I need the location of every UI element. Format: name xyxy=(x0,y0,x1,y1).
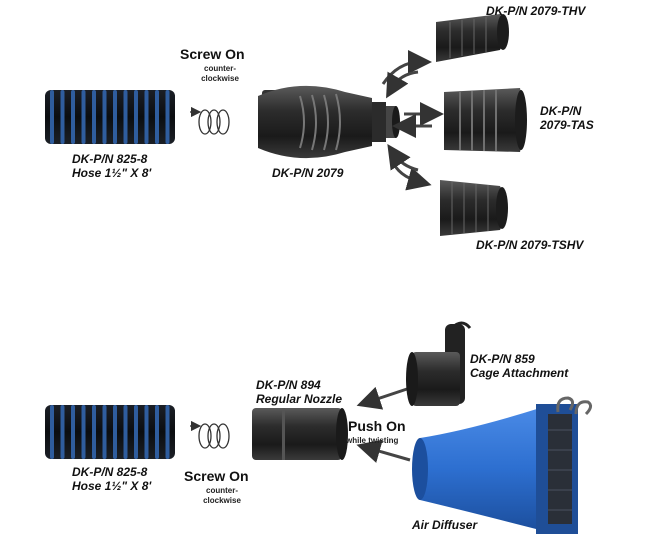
hose-rib xyxy=(71,90,75,144)
tas-nozzle xyxy=(444,88,527,152)
hose-rib xyxy=(81,90,86,144)
bottom-screw-sub-line1: counter- xyxy=(206,486,238,495)
hose-rib xyxy=(144,90,149,144)
tas-label-line1: DK-P/N xyxy=(540,104,582,118)
hose-rib xyxy=(50,405,54,459)
hose-rib xyxy=(60,405,65,459)
hose-rib xyxy=(165,405,170,459)
bottom-hose-part-number: DK-P/N 825-8 xyxy=(72,465,148,479)
regular-nozzle-894 xyxy=(252,408,348,460)
hose-rib xyxy=(102,90,107,144)
top-screw-on-title: Screw On xyxy=(180,46,245,62)
hose-rib xyxy=(113,405,117,459)
tas-label-line2: 2079-TAS xyxy=(540,118,594,132)
push-arrows xyxy=(356,386,411,463)
hose-rib xyxy=(113,90,117,144)
cage-859-line2: Cage Attachment xyxy=(470,366,569,380)
tshv-label: DK-P/N 2079-TSHV xyxy=(476,238,584,252)
thv-label: DK-P/N 2079-THV xyxy=(486,4,586,18)
top-hose-part-number: DK-P/N 825-8 xyxy=(72,152,148,166)
hose-rib xyxy=(155,90,159,144)
bottom-screw-on-sub: counter- clockwise xyxy=(192,486,252,506)
bottom-hose-size: Hose 1½" X 8' xyxy=(72,479,152,493)
hose-rib xyxy=(81,405,86,459)
top-screw-spiral-icon xyxy=(190,106,230,135)
cage-859-line1: DK-P/N 859 xyxy=(470,352,535,366)
bottom-hose xyxy=(45,405,175,459)
hose-rib xyxy=(165,90,170,144)
bottom-screw-spiral-icon xyxy=(190,420,230,449)
nozzle-894-line2: Regular Nozzle xyxy=(256,392,343,406)
top-arrows xyxy=(381,50,444,191)
hose-rib xyxy=(134,90,138,144)
push-on-sub: while twisting xyxy=(346,436,399,445)
adapter-2079-label: DK-P/N 2079 xyxy=(272,166,344,180)
hose-rib xyxy=(123,90,128,144)
hose-rib xyxy=(134,405,138,459)
hose-ribs xyxy=(50,405,170,459)
nozzle-894-label: DK-P/N 894 Regular Nozzle xyxy=(256,378,342,406)
tshv-nozzle xyxy=(440,180,508,236)
hose-rib xyxy=(144,405,149,459)
top-screw-on-sub: counter- clockwise xyxy=(190,64,250,84)
air-diffuser xyxy=(412,396,593,534)
hose-rib xyxy=(123,405,128,459)
cage-attachment-859 xyxy=(406,321,472,406)
cage-859-label: DK-P/N 859 Cage Attachment xyxy=(470,352,568,380)
bottom-screw-on-title: Screw On xyxy=(184,468,249,484)
hose-rib xyxy=(155,405,159,459)
top-hose xyxy=(45,90,175,144)
hose-rib xyxy=(60,90,65,144)
adapter-2079 xyxy=(258,85,400,159)
top-hose-size: Hose 1½" X 8' xyxy=(72,166,152,180)
bottom-hose-label: DK-P/N 825-8 Hose 1½" X 8' xyxy=(72,465,151,493)
bottom-screw-sub-line2: clockwise xyxy=(203,496,241,505)
tas-label: DK-P/N 2079-TAS xyxy=(540,104,594,132)
hose-ribs xyxy=(50,90,170,144)
hose-rib xyxy=(92,90,96,144)
air-diffuser-label: Air Diffuser xyxy=(412,518,478,532)
top-hose-label: DK-P/N 825-8 Hose 1½" X 8' xyxy=(72,152,151,180)
thv-nozzle xyxy=(436,14,509,62)
top-screw-sub-line2: clockwise xyxy=(201,74,239,83)
hose-rib xyxy=(92,405,96,459)
hose-rib xyxy=(50,90,54,144)
top-screw-sub-line1: counter- xyxy=(204,64,236,73)
hose-rib xyxy=(102,405,107,459)
nozzle-894-line1: DK-P/N 894 xyxy=(256,378,321,392)
hose-rib xyxy=(71,405,75,459)
push-on-title: Push On xyxy=(348,418,406,434)
